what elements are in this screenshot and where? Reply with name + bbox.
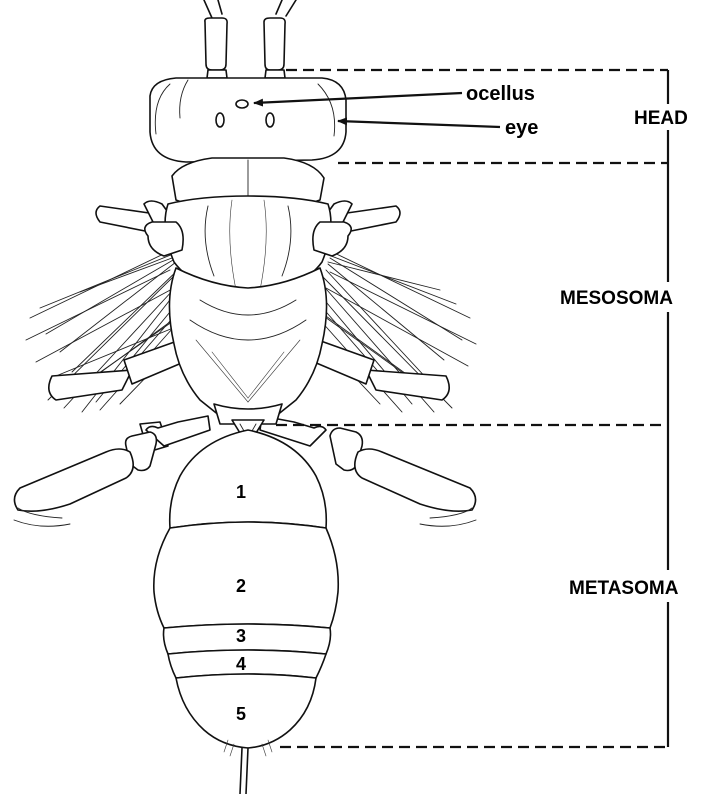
metasoma [154, 430, 338, 794]
mesosoma [145, 158, 351, 446]
segment-label-1: 1 [236, 482, 246, 502]
head-label: HEAD [634, 108, 688, 129]
mesosoma-label: MESOSOMA [560, 288, 673, 309]
region-brackets [276, 70, 668, 747]
segment-label-2: 2 [236, 576, 246, 596]
eye-arrow [338, 121, 500, 127]
metasoma-segment-2 [154, 522, 338, 628]
segment-label-4: 4 [236, 654, 246, 674]
segment-label-3: 3 [236, 626, 246, 646]
head [150, 78, 346, 162]
segment-label-5: 5 [236, 704, 246, 724]
metasoma-segment-1 [170, 430, 327, 528]
metasoma-label: METASOMA [569, 578, 679, 599]
text-labels: ocellus eye HEAD MESOSOMA METASOMA [466, 83, 688, 599]
ocellus-label: ocellus [466, 83, 535, 105]
antennae [204, 0, 296, 78]
eye-label: eye [505, 117, 538, 139]
